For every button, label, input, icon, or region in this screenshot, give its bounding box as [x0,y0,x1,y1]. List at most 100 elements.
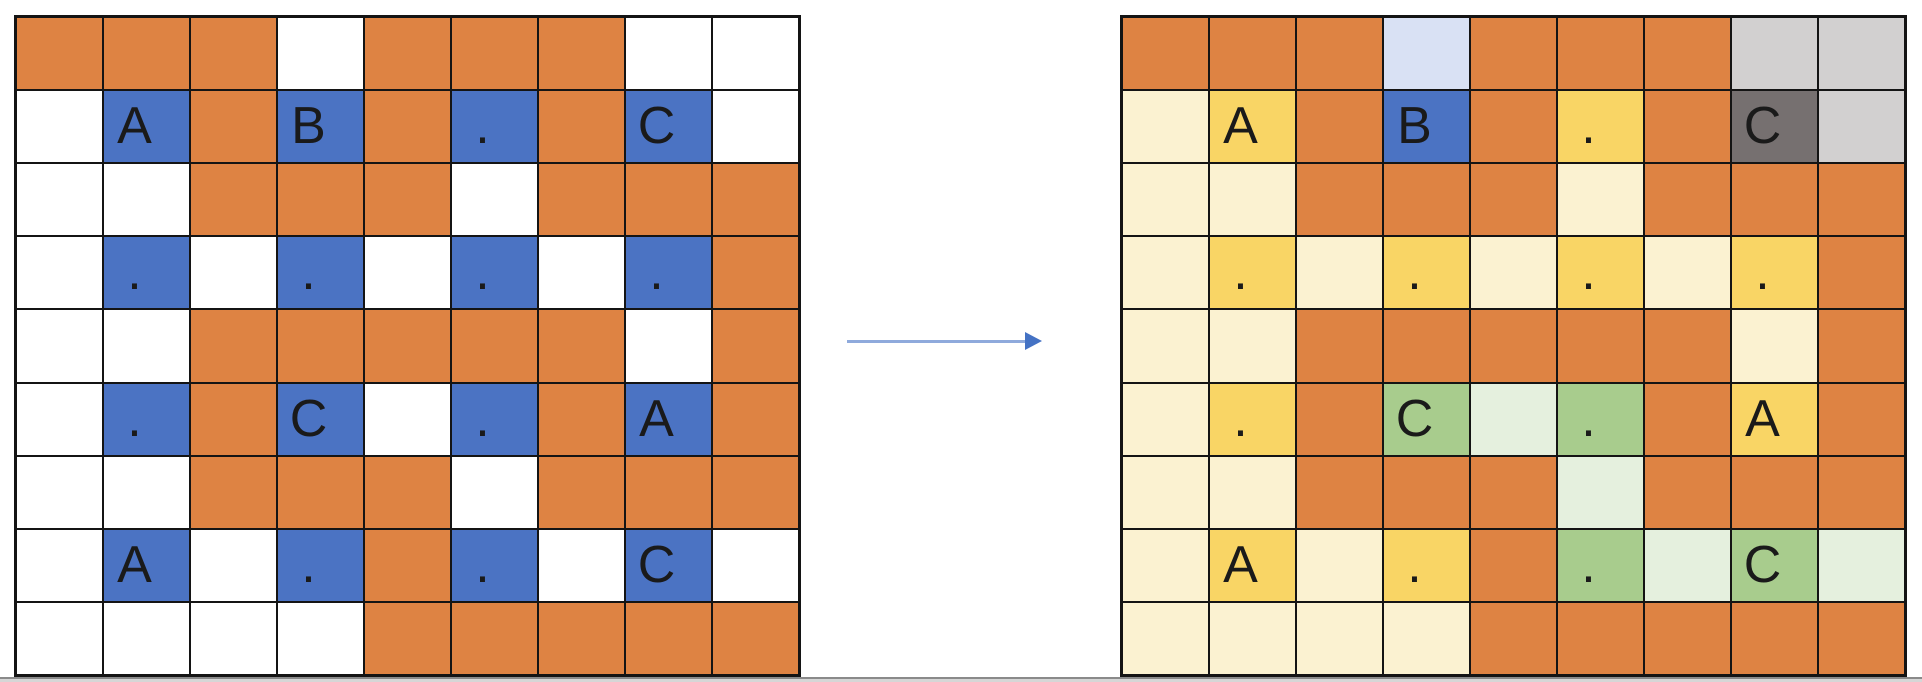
grid-cell [1732,310,1817,382]
grid-cell [626,456,711,528]
grid-cell [452,310,537,382]
grid-cell [17,529,102,601]
grid-cell: . [1558,237,1643,309]
grid-cell: A [626,383,711,455]
grid-cell [1210,164,1295,236]
grid-cell [1819,91,1904,163]
grid-cell [1384,164,1469,236]
grid-cell [1558,456,1643,528]
grid-cell [1297,164,1382,236]
grid-cell [1297,383,1382,455]
grid-cell [365,91,450,163]
cell-label: . [1581,97,1596,156]
grid-cell [1645,456,1730,528]
grid-cell [1471,602,1556,674]
grid-cell [1819,310,1904,382]
grid-cell [1384,18,1469,90]
grid-cell [191,18,276,90]
cell-label: A [1223,97,1258,156]
grid-cell: A [1210,91,1295,163]
grid-cell [713,529,798,601]
grid-cell [1123,529,1208,601]
grid-cell: . [1210,237,1295,309]
grid-cell: A [104,91,189,163]
grid-cell [365,383,450,455]
grid-cell [1558,164,1643,236]
arrow-head [1025,332,1042,350]
grid-cell [1471,456,1556,528]
cell-label: . [1581,535,1596,594]
grid-cell: C [1732,529,1817,601]
grid-cell [1297,529,1382,601]
grid-cell: . [104,383,189,455]
grid-cell: . [278,529,363,601]
grid-cell [1732,456,1817,528]
grid-cell [1471,164,1556,236]
grid-cell [365,529,450,601]
grid-cell [17,237,102,309]
cell-label: . [475,97,490,156]
cell-label: C [289,389,328,448]
grid-cell [17,164,102,236]
cell-label: C [1743,535,1782,594]
grid-cell: . [452,529,537,601]
grid-cell [539,164,624,236]
grid-cell [626,310,711,382]
grid-cell [104,456,189,528]
grid-cell [17,310,102,382]
grid-cell [1384,310,1469,382]
grid-cell [1297,237,1382,309]
grid-cell [539,456,624,528]
grid-cell: B [1384,91,1469,163]
grid-cell [1297,18,1382,90]
grid-cell [365,18,450,90]
grid-cell [539,18,624,90]
grid-cell [1645,529,1730,601]
cell-label: A [1223,535,1258,594]
cell-label: . [1581,243,1596,302]
grid-cell: . [1558,91,1643,163]
grid-cell [191,310,276,382]
grid-cell [1297,602,1382,674]
grid-cell [713,456,798,528]
grid-cell [1645,602,1730,674]
grid-cell [713,602,798,674]
grid-cell [278,18,363,90]
grid-cell: . [626,237,711,309]
grid-cell: . [104,237,189,309]
cell-label: . [127,389,142,448]
grid-cell: . [452,237,537,309]
cell-label: . [475,389,490,448]
grid-cell [17,91,102,163]
grid-cell: . [1558,383,1643,455]
grid-cell: . [452,91,537,163]
grid-cell: A [104,529,189,601]
grid-cell: C [1732,91,1817,163]
cell-label: A [117,97,152,156]
grid-cell [452,164,537,236]
grid-cell [365,237,450,309]
grid-cell: . [1732,237,1817,309]
cell-label: B [291,97,326,156]
grid-cell: . [1384,237,1469,309]
grid-cell [713,164,798,236]
grid-cell [452,456,537,528]
grid-cell: C [626,91,711,163]
grid-cell [626,18,711,90]
cell-label: C [637,535,676,594]
grid-cell [452,602,537,674]
grid-cell [365,310,450,382]
grid-cell [713,310,798,382]
grid-cell [1297,456,1382,528]
grid-cell [365,456,450,528]
grid-cell [1732,164,1817,236]
grid-cell [191,456,276,528]
grid-cell: A [1210,529,1295,601]
cell-label: C [637,97,676,156]
grid-cell [1645,310,1730,382]
grid-cell: . [1558,529,1643,601]
grid-cell [1819,18,1904,90]
grid-cell: C [626,529,711,601]
grid-cell [1123,602,1208,674]
grid-cell [1123,237,1208,309]
